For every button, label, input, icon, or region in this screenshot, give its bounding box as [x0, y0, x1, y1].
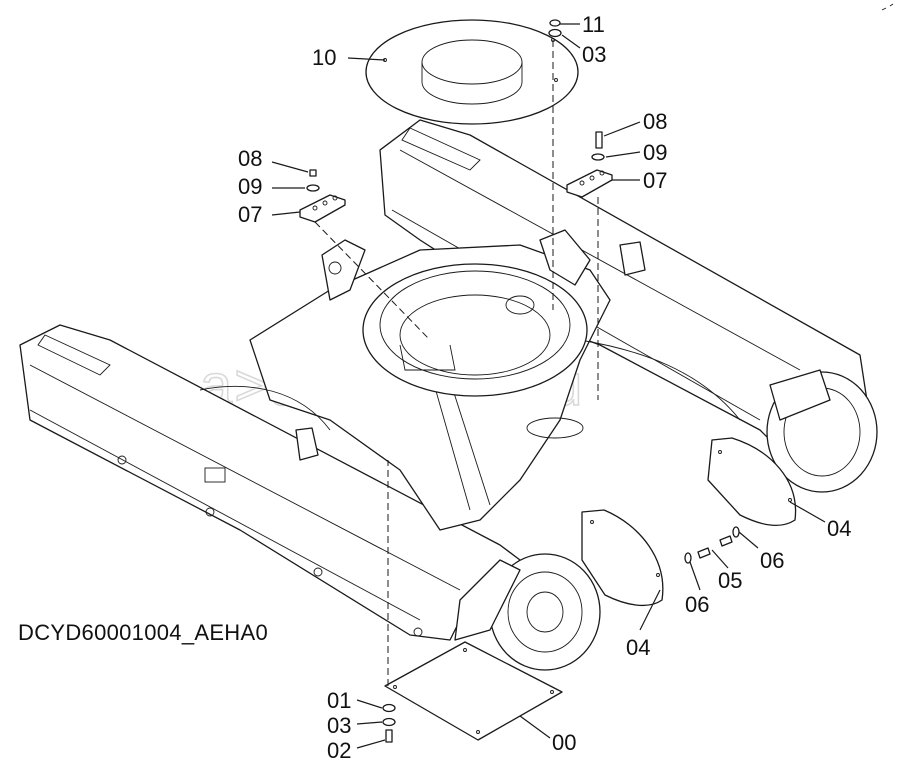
bolt-washer-bottom	[382, 703, 396, 743]
callout-08-left: 08	[238, 146, 262, 171]
callout-09-left: 09	[238, 174, 262, 199]
bottom-cover-part-00	[384, 641, 563, 741]
callout-10: 10	[312, 45, 336, 70]
cover-part-04-bottom	[581, 509, 664, 607]
callout-07-right: 07	[643, 168, 667, 193]
callout-11: 11	[582, 12, 605, 37]
bolt-washer-05-06	[684, 526, 740, 564]
cover-part-04-right	[707, 437, 797, 527]
corner-mark	[881, 3, 894, 11]
callout-05: 05	[718, 568, 742, 593]
leader-lines	[271, 23, 826, 749]
callout-06-right: 06	[760, 548, 784, 573]
callout-04-right: 04	[827, 516, 851, 541]
callout-03-top: 03	[582, 42, 606, 67]
callout-04-bottom: 04	[626, 635, 650, 660]
callouts: 10 11 03 08 09 07 08 09 07 04 06 05 06 0…	[238, 12, 851, 763]
ring-plate-part-10	[365, 19, 579, 125]
callout-03-bottom: 03	[327, 713, 351, 738]
callout-07-left: 07	[238, 202, 262, 227]
plate-part-07-left	[299, 169, 346, 223]
callout-09-right: 09	[643, 140, 667, 165]
track-frame	[19, 119, 878, 671]
drawing-code: DCYD60001004_AEHA0	[18, 620, 268, 645]
callout-06-bottom: 06	[685, 592, 709, 617]
callout-00: 00	[552, 730, 576, 755]
callout-01: 01	[327, 688, 351, 713]
callout-02: 02	[327, 738, 351, 763]
assembly-line-left	[314, 221, 431, 341]
plate-part-07-right	[566, 131, 613, 198]
bolt-washer-top	[548, 19, 562, 38]
callout-08-right: 08	[643, 109, 667, 134]
